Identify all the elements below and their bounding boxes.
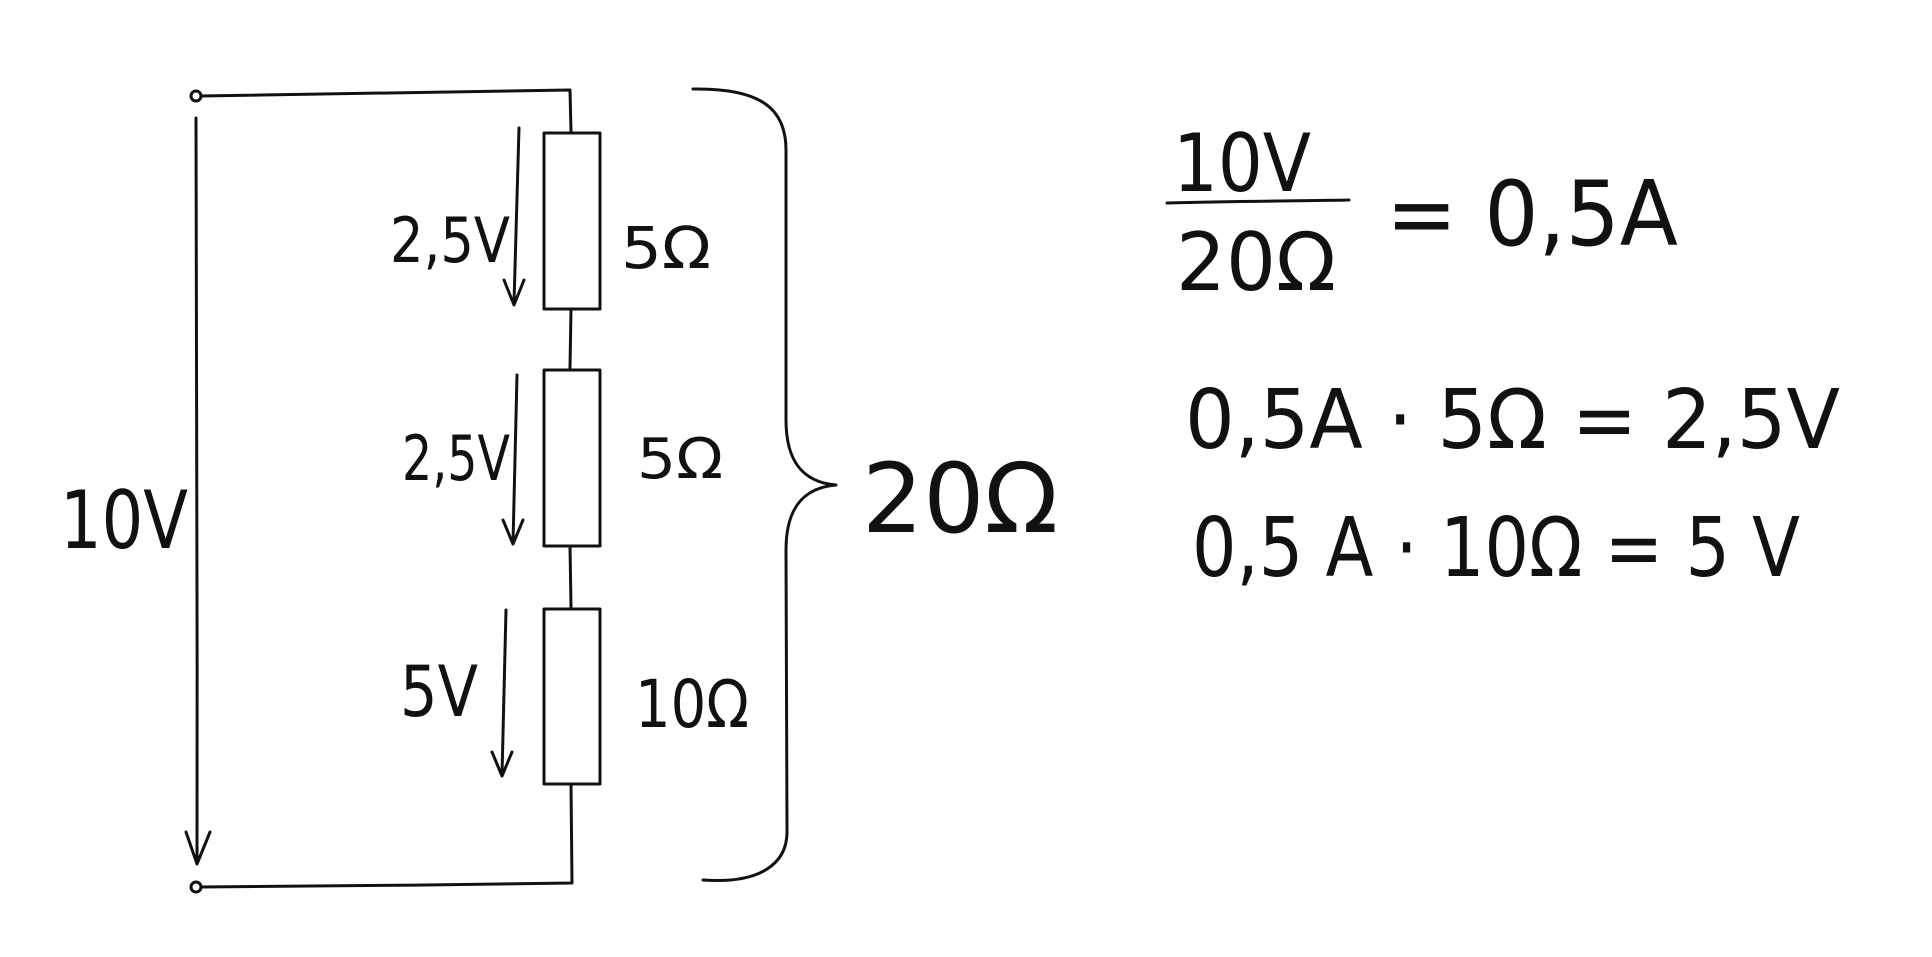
- top-wire: [199, 88, 573, 133]
- total-resistance-label: 20Ω: [862, 443, 1058, 555]
- terminal-bottom: [189, 880, 203, 894]
- current-denominator: 20Ω: [1176, 216, 1336, 309]
- total-resistance-brace: [691, 87, 838, 883]
- resistor-3-voltage: 5V: [400, 651, 478, 733]
- source-voltage-arrow: [184, 116, 212, 866]
- resistor-1-resistance: 5Ω: [621, 214, 711, 282]
- resistor-3: [542, 607, 602, 786]
- wire-r1-r2: [568, 307, 573, 370]
- voltage-arrow-r2: [501, 373, 525, 546]
- resistor-3-resistance: 10Ω: [635, 666, 749, 743]
- bottom-wire: [199, 782, 574, 889]
- current-result: = 0,5A: [1386, 162, 1678, 267]
- voltage-arrow-r3: [490, 608, 514, 778]
- resistor-1-voltage: 2,5V: [390, 204, 510, 277]
- current-numerator: 10V: [1173, 117, 1311, 210]
- wire-r2-r3: [568, 544, 573, 609]
- resistor-2-resistance: 5Ω: [637, 427, 723, 492]
- fraction-bar: [1165, 198, 1351, 205]
- voltage-arrow-r1: [502, 126, 526, 307]
- resistor-2-voltage: 2,5V: [402, 422, 510, 495]
- voltage-equation-5-ohm: 0,5A · 5Ω = 2,5V: [1185, 373, 1840, 468]
- resistor-1: [542, 131, 602, 311]
- voltage-equation-10-ohm: 0,5 A · 10Ω = 5 V: [1192, 501, 1800, 596]
- source-voltage-label: 10V: [60, 474, 188, 567]
- equations: 10V 20Ω = 0,5A 0,5A · 5Ω = 2,5V 0,5 A · …: [1165, 117, 1840, 596]
- circuit-wires: [199, 88, 574, 889]
- resistor-2: [542, 368, 602, 548]
- terminal-top: [189, 89, 203, 103]
